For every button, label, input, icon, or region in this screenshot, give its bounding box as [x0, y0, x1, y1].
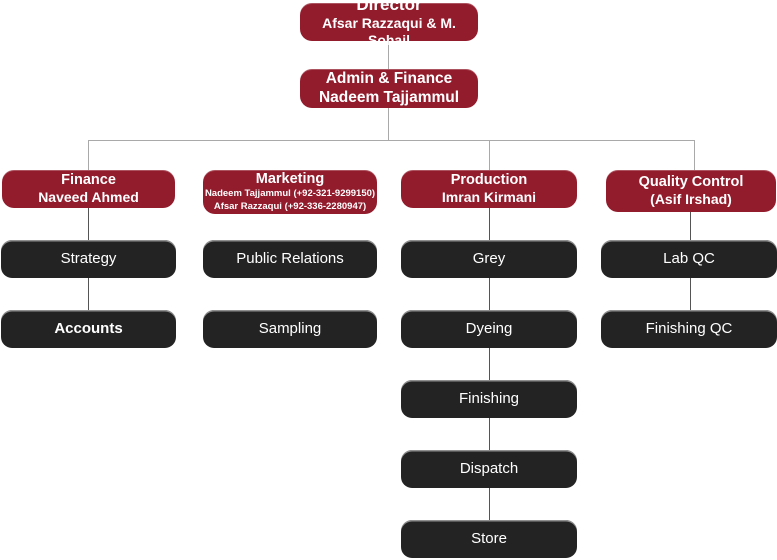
director-subtitle: Afsar Razzaqui & M. Sohail — [322, 14, 456, 48]
marketing-contact-2: Afsar Razzaqui (+92-336-2280947) — [213, 200, 367, 212]
grey-label: Grey — [472, 249, 506, 267]
connector-strategy-accounts — [88, 278, 89, 310]
production-head-box: Production Imran Kirmani — [401, 170, 577, 208]
marketing-contact-1: Nadeem Tajjammul (+92-321-9299150) — [204, 188, 376, 200]
finance-head-box: Finance Naveed Ahmed — [2, 170, 175, 208]
finishing-qc-label: Finishing QC — [645, 319, 733, 337]
admin-subtitle: Nadeem Tajjammul — [318, 88, 460, 106]
marketing-title: Marketing — [255, 170, 325, 187]
connector-dispatch-store — [489, 488, 490, 520]
connector-drop-production — [489, 140, 490, 170]
dispatch-label: Dispatch — [459, 459, 519, 477]
accounts-label: Accounts — [54, 319, 123, 337]
lab-qc-box: Lab QC — [601, 240, 777, 278]
lab-qc-label: Lab QC — [663, 249, 715, 267]
grey-box: Grey — [401, 240, 577, 278]
finishing-box: Finishing — [401, 380, 577, 418]
strategy-box: Strategy — [1, 240, 176, 278]
director-box: Director Afsar Razzaqui & M. Sohail — [300, 0, 478, 48]
public-relations-box: Public Relations — [203, 240, 377, 278]
public-relations-label: Public Relations — [236, 249, 344, 267]
sampling-box: Sampling — [203, 310, 377, 348]
connector-branch-rail — [88, 140, 695, 141]
quality-control-subtitle: (Asif Irshad) — [650, 191, 732, 208]
store-box: Store — [401, 520, 577, 558]
admin-title: Admin & Finance — [325, 69, 453, 87]
dispatch-box: Dispatch — [401, 450, 577, 488]
store-label: Store — [471, 529, 507, 547]
connector-grey-dyeing — [489, 278, 490, 310]
quality-control-head-box: Quality Control (Asif Irshad) — [606, 170, 776, 212]
connector-quality-labqc — [690, 212, 691, 240]
connector-finishing-dispatch — [489, 418, 490, 450]
finishing-qc-box: Finishing QC — [601, 310, 777, 348]
connector-drop-finance — [88, 140, 89, 170]
finishing-label: Finishing — [458, 389, 520, 407]
connector-admin-trunk — [388, 108, 389, 140]
connector-director-admin — [388, 41, 389, 69]
dyeing-label: Dyeing — [465, 319, 513, 337]
dyeing-box: Dyeing — [401, 310, 577, 348]
director-title: Director — [356, 0, 422, 15]
connector-finance-strategy — [88, 208, 89, 240]
production-subtitle: Imran Kirmani — [441, 189, 537, 206]
admin-finance-box: Admin & Finance Nadeem Tajjammul — [300, 69, 478, 108]
strategy-label: Strategy — [60, 249, 117, 267]
sampling-label: Sampling — [258, 319, 322, 337]
connector-labqc-finishingqc — [690, 278, 691, 310]
accounts-box: Accounts — [1, 310, 176, 348]
connector-dyeing-finishing — [489, 348, 490, 380]
quality-control-title: Quality Control — [638, 173, 744, 190]
finance-subtitle: Naveed Ahmed — [38, 189, 139, 206]
marketing-head-box: Marketing Nadeem Tajjammul (+92-321-9299… — [203, 170, 377, 214]
finance-title: Finance — [61, 171, 116, 188]
production-title: Production — [450, 171, 528, 188]
connector-drop-quality — [694, 140, 695, 170]
connector-production-grey — [489, 208, 490, 240]
